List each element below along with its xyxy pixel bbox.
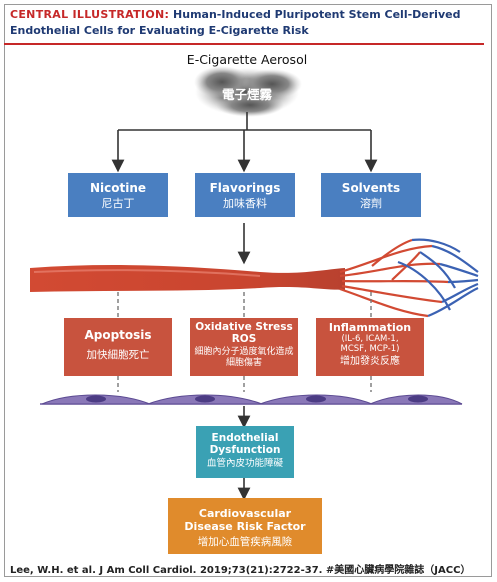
endothelial-cell-layer: [40, 394, 463, 405]
risk-label: Cardiovascular Disease Risk Factor: [184, 507, 306, 533]
effect-label: Oxidative Stress ROS: [195, 321, 293, 345]
endothelial-dysfunction: Endothelial Dysfunction 血管內皮功能障礙: [196, 426, 294, 478]
effect-oxidative-stress: Oxidative Stress ROS 細胞內分子過度氧化造成細胞傷害: [190, 318, 298, 376]
effect-apoptosis: Apoptosis 加快細胞死亡: [64, 318, 172, 376]
header: CENTRAL ILLUSTRATION: Human-Induced Plur…: [4, 5, 484, 45]
vessel-connectors: [117, 292, 372, 392]
component-label: Solvents: [341, 181, 401, 195]
top-connectors: [111, 112, 378, 265]
component-nicotine: Nicotine 尼古丁: [68, 173, 168, 217]
header-title-2: Endothelial Cells for Evaluating E-Cigar…: [10, 24, 309, 37]
source-citation: Lee, W.H. et al. J Am Coll Cardiol. 2019…: [10, 565, 471, 576]
aerosol-label-zh: 電子煙霧: [221, 87, 272, 102]
header-tag: CENTRAL ILLUSTRATION:: [10, 8, 170, 21]
dysfunction-label-zh: 血管內皮功能障礙: [206, 458, 283, 469]
aerosol-cloud: [194, 66, 302, 117]
risk-label-zh: 增加心血管疾病風險: [197, 536, 293, 548]
component-solvents: Solvents 溶劑: [321, 173, 421, 217]
effect-label-zh: 細胞內分子過度氧化造成細胞傷害: [194, 347, 294, 368]
component-flavorings: Flavorings 加味香料: [195, 173, 295, 217]
component-label-zh: 加味香料: [223, 197, 267, 210]
cardiovascular-risk: Cardiovascular Disease Risk Factor 增加心血管…: [168, 498, 322, 554]
dysfunction-label: Endothelial Dysfunction: [209, 432, 281, 456]
effect-label: Apoptosis: [84, 328, 152, 342]
aerosol-label: E-Cigarette Aerosol: [186, 52, 308, 67]
component-label-zh: 尼古丁: [101, 197, 135, 210]
effect-inflammation: Inflammation (IL-6, ICAM-1, MCSF, MCP-1)…: [316, 318, 424, 376]
component-label-zh: 溶劑: [360, 197, 382, 210]
component-label: Nicotine: [89, 181, 147, 195]
blood-vessel: [30, 238, 479, 318]
effect-detail: (IL-6, ICAM-1, MCSF, MCP-1): [340, 334, 400, 354]
effect-label-zh: 加快細胞死亡: [86, 349, 150, 361]
component-label: Flavorings: [209, 181, 281, 195]
effect-label: Inflammation: [328, 321, 412, 334]
effect-label-zh: 增加發炎反應: [340, 356, 400, 367]
header-title-1: Human-Induced Pluripotent Stem Cell-Deri…: [173, 8, 461, 21]
header-line-1: CENTRAL ILLUSTRATION: Human-Induced Plur…: [10, 7, 460, 22]
